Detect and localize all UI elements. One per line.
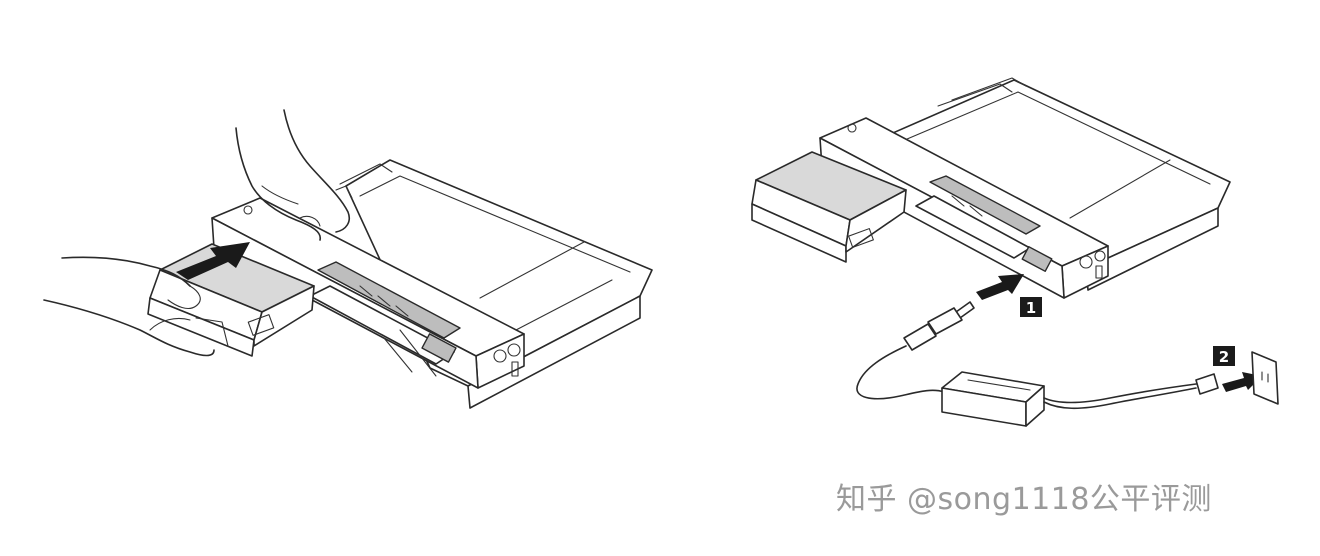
- step-1-label: 1: [1026, 299, 1036, 317]
- step-1-badge: 1: [1020, 297, 1042, 317]
- left-hand-top: [235, 109, 351, 241]
- right-step2-arrow: [1222, 372, 1262, 392]
- left-panel-insert-battery: [43, 109, 653, 409]
- ac-adapter-brick: [941, 371, 1045, 427]
- ac-cable: [1043, 373, 1219, 410]
- right-battery-pack: [751, 151, 907, 263]
- right-connector-slot: [915, 175, 1053, 272]
- step-2-badge: 2: [1213, 346, 1235, 366]
- right-dock-base: [885, 77, 1231, 291]
- step-2-label: 2: [1219, 348, 1229, 366]
- dc-plug-cable: [856, 301, 975, 400]
- wall-outlet: [1251, 351, 1279, 405]
- left-insert-arrow: [176, 242, 250, 280]
- left-hand-side: [43, 256, 215, 357]
- left-connector-slot: [309, 261, 461, 377]
- right-panel-connect-power: 1: [751, 77, 1279, 427]
- right-step1-arrow: [976, 274, 1024, 300]
- watermark-text: 知乎 @song1118公平评测: [836, 482, 1212, 517]
- left-battery-pack: [147, 243, 315, 357]
